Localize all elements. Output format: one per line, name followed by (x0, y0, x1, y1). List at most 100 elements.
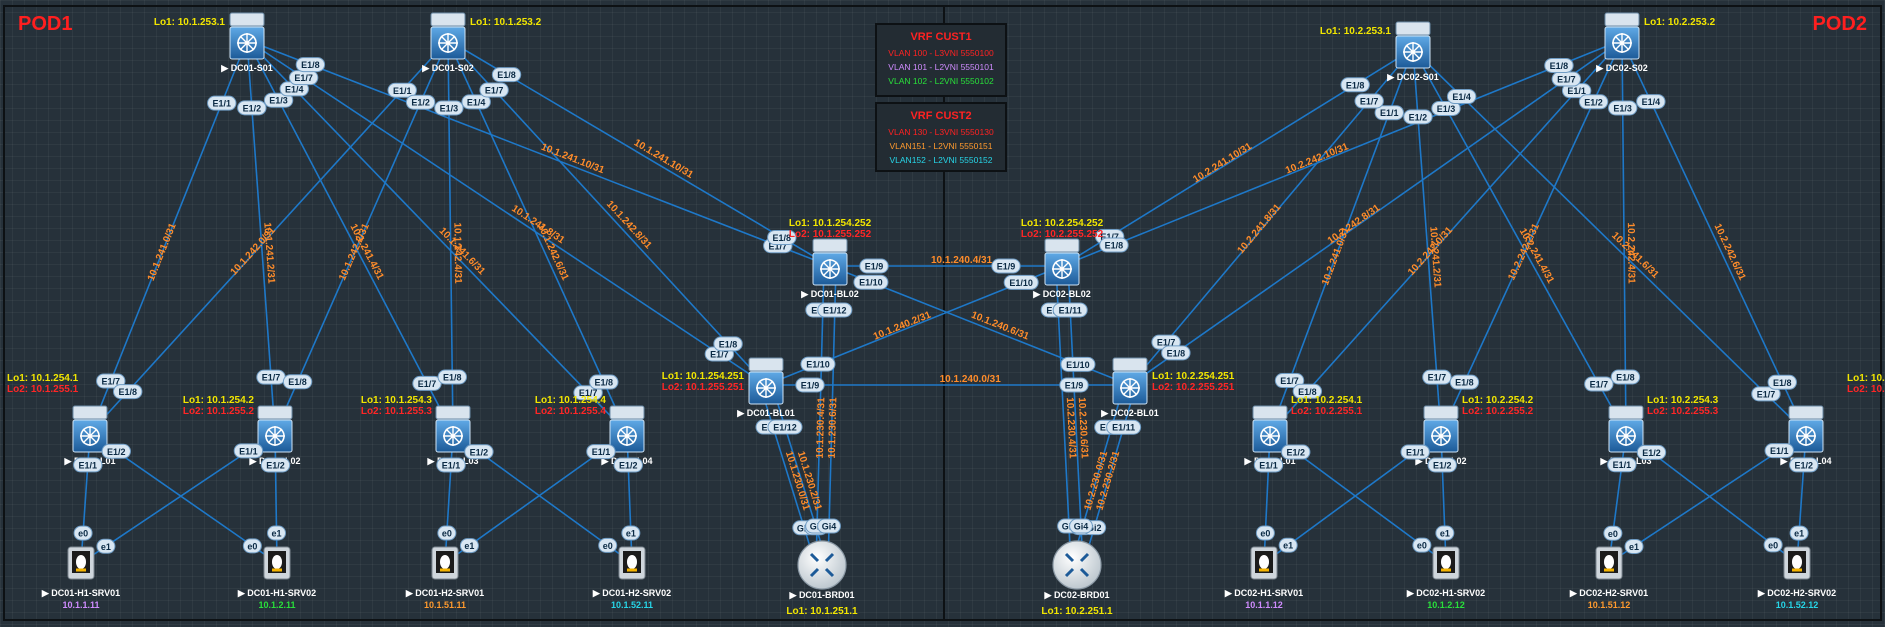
node-dc01-s02[interactable]: ▶ DC01-S02 (421, 12, 474, 73)
port-text: E1/1 (592, 447, 611, 457)
port-label: E1/8 (713, 336, 743, 352)
port-pill (1099, 237, 1129, 253)
port-label: E1/1 (233, 443, 264, 459)
switch-top-icon (72, 405, 108, 420)
switch-arrows-icon (1796, 426, 1816, 446)
port-pill (1607, 457, 1637, 473)
port-label: E1/7 (96, 373, 126, 389)
port-pill (1052, 302, 1088, 318)
port-pill (1431, 100, 1461, 116)
switch-top-icon (1252, 405, 1288, 420)
port-label: e0 (598, 537, 618, 553)
port-text: E1/8 (595, 378, 614, 388)
node-dc02-bl01[interactable]: ▶ DC02-BL01 (1100, 357, 1159, 418)
node-dc02-s01[interactable]: ▶ DC02-S01 (1386, 21, 1439, 82)
loopback2-label: Lo2: 10.1.255.2 (183, 406, 255, 417)
node-dc01-brd01[interactable]: ▶ DC01-BRD01 (789, 540, 855, 600)
port-pill (1253, 457, 1284, 473)
node-dc01-s01[interactable]: ▶ DC01-S01 (220, 12, 273, 73)
pod2-label: POD2 (1813, 13, 1867, 35)
port-pill (461, 94, 491, 110)
port-label: E1/8 (589, 374, 619, 390)
port-label: E1/3 (1431, 100, 1461, 116)
port-text: E1/10 (859, 278, 883, 288)
port-text: E1/7 (1590, 380, 1609, 390)
port-text: E1/7 (1100, 232, 1119, 242)
port-text: e1 (1794, 529, 1804, 539)
node-dc02-s02[interactable]: ▶ DC02-S02 (1595, 12, 1648, 73)
port-pill (853, 274, 889, 290)
port-pill (1607, 100, 1638, 116)
subnet-label: 10.1.240.4/31 (931, 255, 993, 266)
port-pill (1060, 356, 1096, 372)
link-DC01-BL01-DC01-BRD01 (759, 384, 817, 567)
port-label: E1/2 (1578, 94, 1609, 110)
link-DC02-L02-DC02-H1-SRV02 (1440, 432, 1447, 564)
port-label: E1/8 (1161, 345, 1191, 361)
node-dc01-bl02[interactable]: ▶ DC01-BL02 (800, 238, 859, 299)
switch-arrows-icon (438, 33, 458, 53)
server-ip: 10.1.52.12 (1776, 600, 1819, 610)
port-text: E1/8 (1616, 373, 1635, 383)
port-text: e0 (247, 541, 257, 551)
node-name: ▶ DC02-H1-SRV02 (1406, 588, 1485, 598)
port-pill (1544, 57, 1574, 73)
loopback1-label: Lo1: 10.1.254.251 (662, 371, 745, 382)
port-pill (589, 374, 619, 390)
port-pill (1059, 377, 1089, 393)
port-pill (1374, 105, 1404, 121)
server-ip: 10.1.51.12 (1588, 600, 1631, 610)
port-label: e0 (242, 538, 262, 554)
port-text: e0 (1768, 540, 1778, 550)
port-text: e1 (464, 541, 474, 551)
vrf-line: VLAN152 - L2VNI 5550152 (889, 155, 992, 165)
port-text: E1/10 (1009, 278, 1033, 288)
link-DC02-S02-DC02-L01 (1269, 39, 1623, 434)
switch-arrows-icon (237, 33, 257, 53)
loopback1-label: Lo1: 10.2.253.2 (1644, 17, 1716, 28)
node-dc01-bl01[interactable]: ▶ DC01-BL01 (736, 357, 795, 418)
loopback2-label: Lo2: 10.2.255.251 (1152, 382, 1235, 393)
port-label: E1/10 (1060, 356, 1096, 372)
port-pill (73, 525, 93, 541)
port-pill (1763, 537, 1783, 553)
port-text: Gi1 (797, 523, 812, 533)
port-label: e0 (1412, 537, 1432, 553)
server-ip: 10.1.2.12 (1427, 600, 1465, 610)
node-name: ▶ DC02-S02 (1595, 63, 1647, 73)
port-text: E1/8 (773, 233, 792, 243)
port-text: E1/8 (118, 387, 137, 397)
port-text: E1/8 (1455, 378, 1474, 388)
node-dc02-h1-srv02[interactable]: ▶ DC02-H1-SRV02 10.1.2.12 (1406, 546, 1485, 610)
port-pill (464, 444, 494, 460)
node-dc02-bl02[interactable]: ▶ DC02-BL02 (1032, 238, 1091, 299)
port-label: E1/8 (1099, 237, 1129, 253)
subnet-label: 10.2.242.6/31 (1712, 222, 1748, 282)
port-label: E1/2 (405, 94, 436, 110)
port-label: E1/2 (1403, 109, 1433, 125)
node-dc02-brd01[interactable]: ▶ DC02-BRD01 (1044, 540, 1110, 600)
subnet-label: 10.2.230.6/31 (1076, 397, 1090, 459)
loopback2-label: Lo2: 10.1.255.1 (7, 384, 79, 395)
port-label: E1/3 (263, 92, 294, 108)
switch-arrows-icon (1616, 426, 1636, 446)
switch-arrows-icon (1431, 426, 1451, 446)
pod1-label: POD1 (18, 13, 72, 35)
port-label: E1/2 (1427, 457, 1457, 473)
port-label: E1/8 (282, 374, 313, 390)
port-pill (1636, 444, 1667, 460)
port-label: e1 (1624, 538, 1644, 554)
port-text: E1/4 (467, 97, 486, 107)
port-pill (1789, 525, 1809, 541)
port-pill (263, 92, 294, 108)
subnet-label: 10.2.230.4/31 (1064, 397, 1078, 459)
